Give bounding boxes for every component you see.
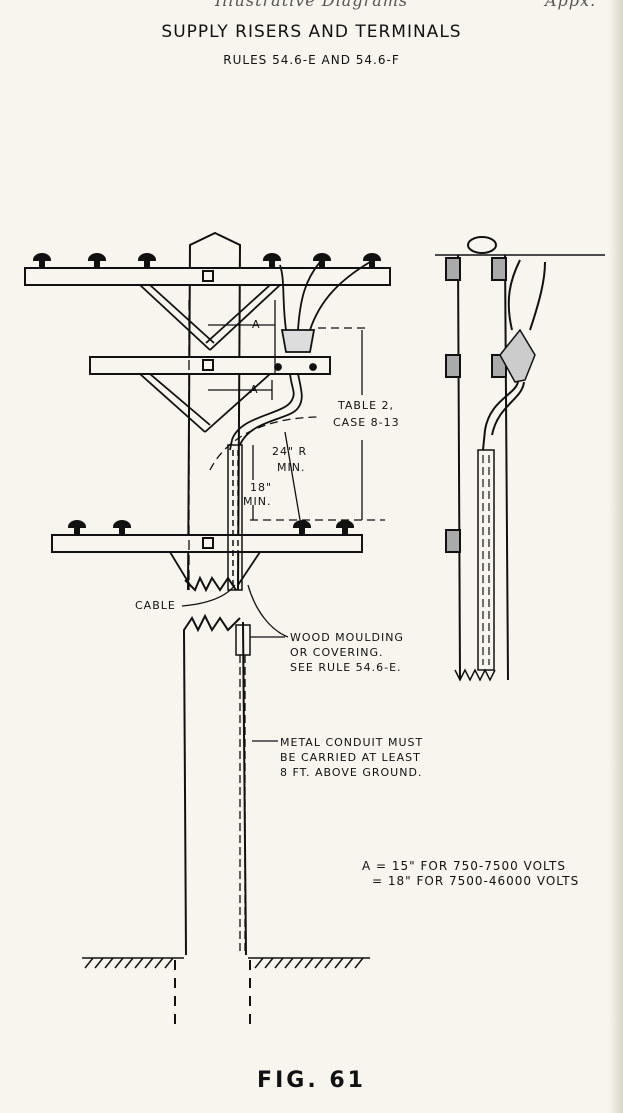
table-ref-line-2: CASE 8-13 xyxy=(333,416,400,429)
figure-label: FIG. 61 xyxy=(257,1068,366,1093)
moulding-label-1: WOOD MOULDING xyxy=(290,631,404,644)
clearance-a-upper-label: A xyxy=(252,318,261,331)
conduit-label-3: 8 FT. ABOVE GROUND. xyxy=(280,766,423,779)
left-pole-lower xyxy=(174,613,251,1030)
leader-arrows xyxy=(181,584,289,742)
page-title: SUPPLY RISERS AND TERMINALS xyxy=(161,22,462,42)
running-header-right: Appx. xyxy=(545,0,597,10)
height-min-label: MIN. xyxy=(243,495,272,508)
radius-label: 24" R xyxy=(272,445,308,458)
crossarms xyxy=(24,267,391,553)
voltage-note-1: A = 15" FOR 750-7500 VOLTS xyxy=(362,859,567,873)
ground-line xyxy=(82,957,370,969)
moulding-label-3: SEE RULE 54.6-E. xyxy=(290,661,402,674)
table-ref-line-1: TABLE 2, xyxy=(338,399,395,412)
cable-label: CABLE xyxy=(135,599,176,612)
running-header-center: Illustrative Diagrams xyxy=(215,0,409,10)
page-subtitle: RULES 54.6-E AND 54.6-F xyxy=(223,53,400,67)
insulators xyxy=(32,253,382,536)
radius-min-label: MIN. xyxy=(277,461,306,474)
conduit-label-2: BE CARRIED AT LEAST xyxy=(280,751,421,764)
clearance-a-lower-label: A xyxy=(250,383,259,396)
dimension-lines xyxy=(188,300,385,590)
moulding-label-2: OR COVERING. xyxy=(290,646,384,659)
pothead-terminal xyxy=(229,261,371,451)
conduit-label-1: METAL CONDUIT MUST xyxy=(280,736,424,749)
height-label: 18" xyxy=(250,481,273,494)
page-edge-shadow xyxy=(609,0,623,1113)
voltage-note-2: = 18" FOR 7500-46000 VOLTS xyxy=(372,874,580,888)
wood-moulding xyxy=(227,444,243,591)
right-pole xyxy=(435,236,605,682)
